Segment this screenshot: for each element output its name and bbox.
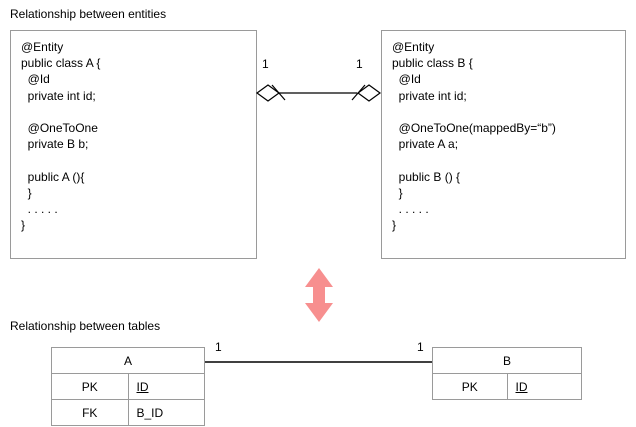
table-row: B (433, 348, 581, 374)
table-multiplicity-left: 1 (215, 340, 222, 354)
db-table-b-row0-key: PK (433, 373, 508, 399)
caption-relationship-between-entities: Relationship between entities (10, 7, 167, 21)
table-row: FK B_ID (52, 399, 204, 425)
db-table-a-row1-key: FK (52, 399, 129, 425)
entity-class-box-a: @Entity public class A { @Id private int… (10, 30, 257, 259)
table-row: A (52, 348, 204, 374)
db-table-b: B PK ID (432, 347, 582, 400)
entity-multiplicity-left: 1 (262, 57, 269, 71)
table-row: PK ID (52, 373, 204, 400)
entity-class-a-code: @Entity public class A { @Id private int… (21, 40, 101, 233)
table-row: PK ID (433, 373, 581, 399)
entity-right-diamond-icon (356, 84, 382, 102)
entity-right-crowsfoot-icon (351, 84, 366, 101)
table-multiplicity-right: 1 (417, 340, 424, 354)
db-table-a-row0-field-text: ID (136, 379, 149, 394)
db-table-b-title: B (433, 348, 581, 374)
caption-relationship-between-tables: Relationship between tables (10, 319, 161, 333)
entity-left-crowsfoot-icon (271, 84, 286, 101)
db-table-a-row0-key: PK (52, 373, 129, 400)
entity-left-diamond-icon (255, 84, 281, 102)
transform-arrow-shape (305, 268, 333, 322)
db-table-a: A PK ID FK B_ID (51, 347, 205, 426)
db-table-a-title: A (52, 348, 204, 374)
entity-multiplicity-right: 1 (356, 57, 363, 71)
db-table-b-row0-field-text: ID (515, 379, 528, 394)
db-table-b-row0-field: ID (506, 373, 581, 399)
transform-arrow-icon (305, 268, 333, 322)
db-table-a-row1-field: B_ID (127, 399, 204, 425)
entity-class-box-b: @Entity public class B { @Id private int… (381, 30, 626, 259)
entity-association-connector (255, 84, 382, 102)
entity-class-b-code: @Entity public class B { @Id private int… (392, 40, 556, 233)
db-table-a-row0-field: ID (127, 373, 204, 400)
